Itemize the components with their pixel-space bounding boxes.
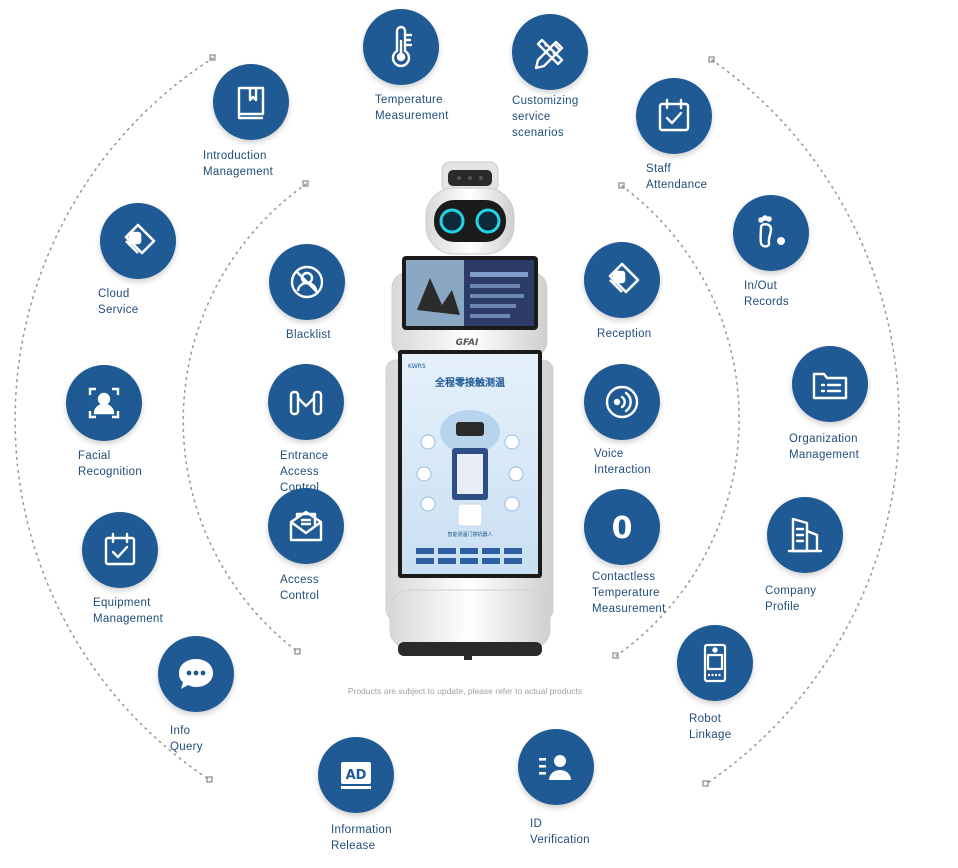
arc-end-marker	[206, 776, 213, 783]
feature-label: Organization Management	[789, 433, 860, 461]
arc-end-marker	[618, 182, 625, 189]
feature-label: Contactless Temperature Measurement	[592, 571, 666, 615]
svg-text:0: 0	[612, 511, 633, 546]
feature-label: ID Verification	[530, 818, 590, 846]
sound-wave-icon	[584, 364, 660, 440]
footprint-icon	[733, 195, 809, 271]
chat-bubble-icon	[158, 636, 234, 712]
screen-caption: 智能测温门禁机器人	[447, 531, 492, 538]
ad-icon: AD	[318, 737, 394, 813]
outer-right-arc	[705, 59, 900, 785]
feature-label: Equipment Management	[93, 597, 164, 625]
building-icon	[767, 497, 843, 573]
screen-logo: KWRS	[408, 363, 426, 370]
feature-label: Facial Recognition	[78, 450, 143, 478]
pencil-ruler-icon	[512, 14, 588, 90]
inner-left-arc	[182, 183, 307, 653]
feature-label: In/Out Records	[744, 280, 789, 308]
screen-title: 全程零接触测温	[434, 376, 505, 389]
arc-end-marker	[708, 56, 715, 63]
calendar-check-icon	[636, 78, 712, 154]
reception-tag-icon	[584, 242, 660, 318]
cloud-tag-icon	[100, 203, 176, 279]
product-disclaimer: Products are subject to update, please r…	[347, 686, 583, 696]
svg-text:AD: AD	[346, 768, 367, 783]
book-icon	[213, 64, 289, 140]
robot-base	[389, 589, 551, 649]
zero-icon: 0	[584, 489, 660, 565]
feature-label: Customizing service scenarios	[512, 95, 579, 139]
arc-end-marker	[302, 180, 309, 187]
folder-list-icon	[792, 346, 868, 422]
turnstile-icon	[268, 364, 344, 440]
feature-label: Introduction Management	[203, 150, 274, 178]
feature-label: Blacklist	[286, 329, 331, 341]
feature-label: Robot Linkage	[689, 713, 732, 741]
face-scan-icon	[66, 365, 142, 441]
inner-right-arc	[615, 185, 740, 657]
robot-illustration: GFAI KWRS 全程零接触测温 智能测温门禁机器人	[385, 161, 554, 660]
feature-label: Info Query	[170, 725, 203, 753]
feature-label: Access Control	[280, 574, 320, 602]
arc-end-marker	[612, 652, 619, 659]
feature-label: Cloud Service	[98, 288, 139, 316]
envelope-icon	[268, 488, 344, 564]
feature-label: Company Profile	[765, 585, 817, 613]
feature-label: Temperature Measurement	[375, 94, 449, 122]
id-card-icon	[518, 729, 594, 805]
robot-brand: GFAI	[456, 338, 479, 348]
arc-end-marker	[209, 54, 216, 61]
feature-label: Staff Attendance	[646, 163, 708, 191]
outer-left-arc	[14, 57, 214, 781]
device-icon	[677, 625, 753, 701]
arc-end-marker	[294, 648, 301, 655]
arc-end-marker	[702, 780, 709, 787]
feature-label: Information Release	[331, 824, 392, 852]
feature-label: Reception	[597, 328, 652, 340]
blocked-person-icon	[269, 244, 345, 320]
feature-label: Voice Interaction	[594, 448, 651, 476]
thermometer-icon	[363, 9, 439, 85]
calendar-check-icon	[82, 512, 158, 588]
